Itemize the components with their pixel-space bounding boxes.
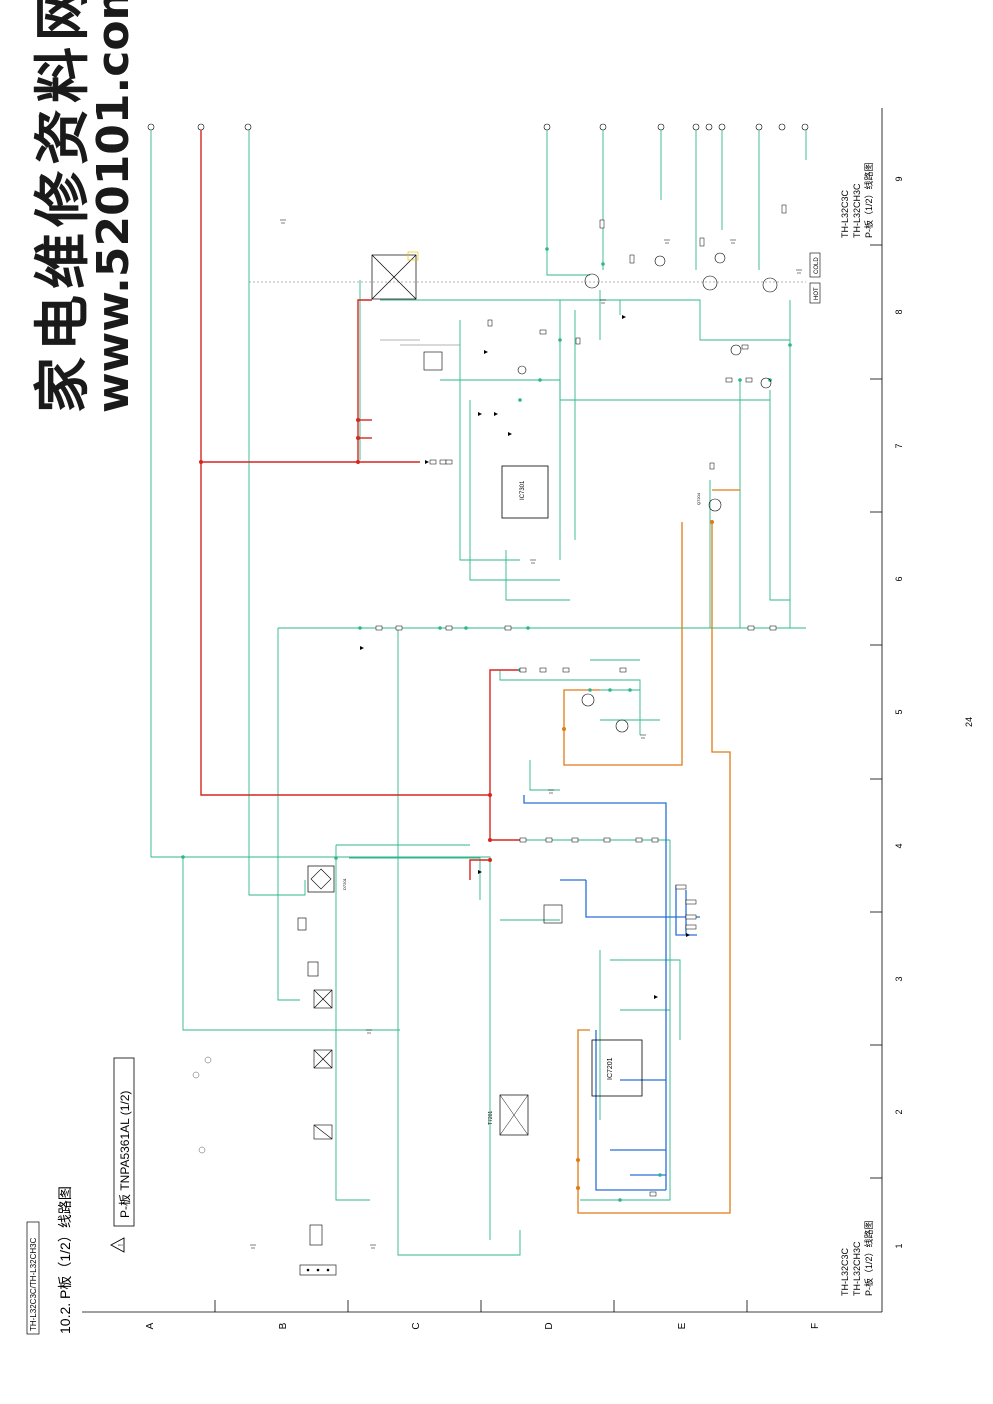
footer-top-caption: P-板（1/2）线路图 — [863, 162, 874, 238]
ic7201-label: IC7201 — [607, 1057, 614, 1080]
ic-upper-small — [423, 351, 563, 924]
ground-symbols — [250, 219, 802, 1249]
footer-top-model-2: TH-L32CH3C — [852, 183, 862, 238]
section-title: 10.2. P板（1/2）线路图 — [57, 1186, 73, 1334]
board-label-box: P-板 TNPA5361AL (1/2) — [113, 1057, 135, 1227]
col-label-4: 4 — [894, 843, 904, 848]
connector-k — [778, 123, 786, 131]
bridge-rectifier-top — [371, 251, 419, 300]
resistors — [375, 204, 787, 1197]
q7204-label: Q7204 — [696, 492, 701, 505]
ic7301-label: IC7301 — [520, 480, 526, 500]
gray-traces — [249, 281, 806, 346]
row-label-b: B — [278, 1322, 289, 1329]
d7201-label: D7201 — [342, 877, 347, 890]
green-traces — [150, 130, 807, 1256]
row-label-c: C — [411, 1322, 422, 1329]
connector-l — [801, 123, 809, 131]
col-label-8: 8 — [894, 309, 904, 314]
red-traces — [200, 130, 520, 880]
small-annotation-marks — [192, 1056, 212, 1154]
ic7301: IC7301 — [501, 465, 549, 519]
footer-model-2: TH-L32CH3C — [852, 1241, 862, 1296]
cn-connector — [299, 1264, 337, 1276]
watermark-chinese: 家电维修资料网 — [30, 0, 96, 413]
hot-tag: HOT — [809, 282, 821, 304]
blue-traces — [523, 795, 700, 1191]
cold-tag-text: COLD — [814, 257, 820, 274]
col-label-5: 5 — [894, 709, 904, 714]
junction-dots — [181, 247, 792, 1202]
orange-traces — [563, 489, 740, 1214]
orange-junction-dots — [562, 520, 714, 1190]
row-label-d: D — [544, 1322, 555, 1329]
footer-top-model-1: TH-L32C3C — [840, 189, 850, 238]
col-label-2: 2 — [894, 1109, 904, 1114]
col-label-7: 7 — [894, 443, 904, 448]
t7201: T7201 — [488, 1094, 529, 1136]
col-label-6: 6 — [894, 576, 904, 581]
watermark-url: www.520101.com — [88, 0, 139, 413]
col-label-3: 3 — [894, 976, 904, 981]
row-label-f: F — [810, 1323, 821, 1329]
svg-text:!: ! — [118, 1244, 125, 1246]
board-label-text: P-板 TNPA5361AL (1/2) — [118, 1091, 132, 1218]
footer-top: TH-L32C3C TH-L32CH3C P-板（1/2）线路图 — [840, 162, 874, 238]
diodes — [360, 315, 690, 999]
footer-model-1: TH-L32C3C — [840, 1247, 850, 1296]
connector-h — [705, 123, 713, 131]
footer-bottom: TH-L32C3C TH-L32CH3C P-板（1/2）线路图 — [840, 1220, 874, 1296]
header-model-box: TH-L32C3C/TH-L32CH3C — [26, 1221, 40, 1335]
d7201: D7201 — [307, 865, 347, 893]
transistors — [517, 252, 778, 733]
sheet-frame — [82, 108, 883, 1313]
red-junction-dots — [199, 418, 492, 862]
cold-tag: COLD — [809, 252, 821, 278]
ic7201: IC7201 — [591, 1039, 643, 1097]
hot-tag-text: HOT — [814, 287, 820, 300]
line-filters — [297, 917, 333, 1246]
col-label-9: 9 — [894, 176, 904, 181]
connector-c — [244, 123, 252, 131]
warning-icon: ! — [110, 1237, 125, 1253]
footer-caption: P-板（1/2）线路图 — [863, 1220, 874, 1296]
row-label-a: A — [145, 1322, 156, 1329]
t7201-label: T7201 — [488, 1111, 494, 1125]
col-label-1: 1 — [894, 1243, 904, 1248]
page-number: 24 — [964, 717, 974, 727]
row-label-e: E — [677, 1322, 688, 1329]
column-labels: 1 2 3 4 5 6 7 8 9 — [894, 176, 904, 1248]
header-model-text: TH-L32C3C/TH-L32CH3C — [29, 1237, 38, 1331]
row-labels: A B C D E F — [145, 1322, 821, 1329]
